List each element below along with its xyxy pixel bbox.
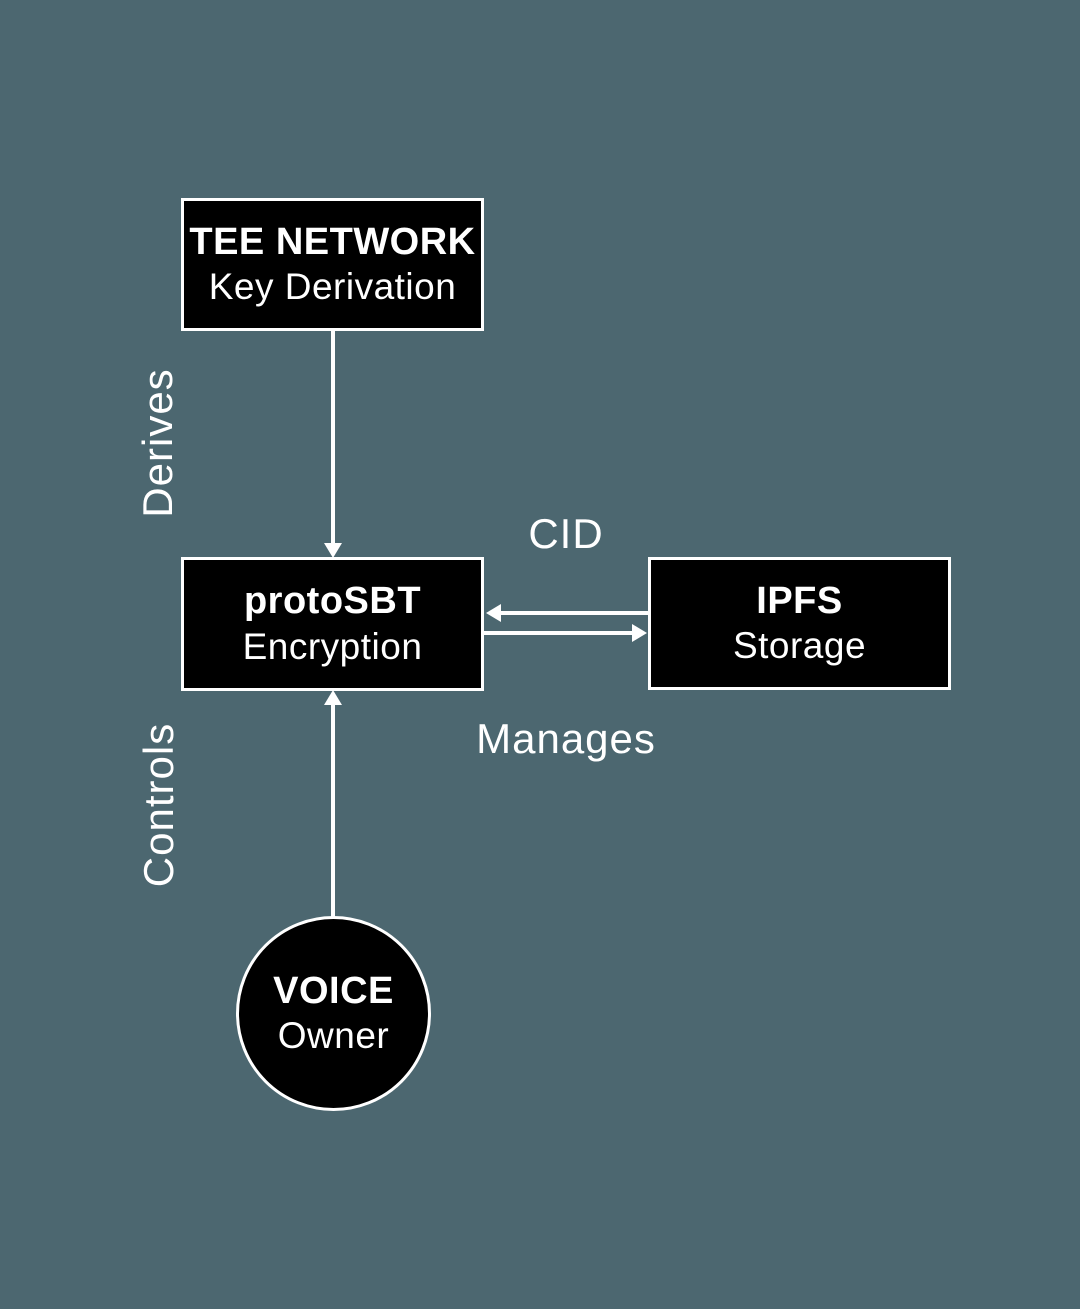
arrow-up-icon: [324, 690, 342, 705]
ipfs-title: IPFS: [756, 579, 843, 622]
manages-label: Manages: [476, 715, 656, 762]
protosbt-subtitle: Encryption: [242, 625, 423, 667]
cid-label: CID: [528, 510, 604, 557]
arrow-down-icon: [324, 543, 342, 558]
ipfs-subtitle: Storage: [732, 625, 867, 667]
arrow-right-icon: [632, 624, 647, 642]
derives-arrow-line: [331, 331, 335, 543]
tee-network-title: TEE NETWORK: [189, 220, 476, 263]
protosbt-node: protoSBT Encryption: [181, 557, 484, 691]
controls-label: Controls: [135, 722, 182, 888]
arrow-left-icon: [486, 604, 501, 622]
voice-owner-title: VOICE: [273, 969, 394, 1012]
tee-network-node: TEE NETWORK Key Derivation: [181, 198, 484, 331]
voice-owner-subtitle: Owner: [277, 1015, 390, 1057]
protosbt-title: protoSBT: [243, 580, 422, 622]
cid-arrow-line: [500, 611, 648, 615]
manages-arrow-line: [484, 631, 632, 635]
tee-network-subtitle: Key Derivation: [208, 266, 457, 308]
derives-label: Derives: [134, 368, 181, 518]
controls-arrow-line: [331, 705, 335, 917]
ipfs-node: IPFS Storage: [648, 557, 951, 690]
voice-owner-node: VOICE Owner: [236, 916, 431, 1111]
